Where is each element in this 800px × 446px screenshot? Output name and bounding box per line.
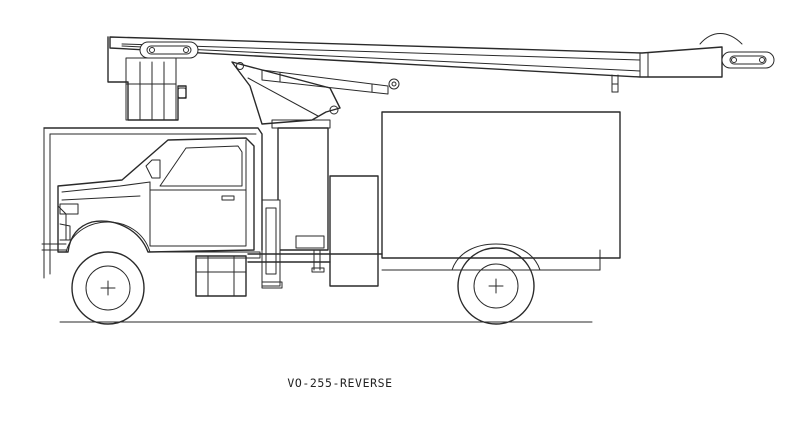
boom-assembly: [107, 33, 775, 125]
mirror: [145, 159, 161, 179]
rear-wheel-arch: [451, 243, 541, 271]
hydraulic-cylinder: [261, 69, 389, 95]
headache-rack: [43, 127, 263, 251]
drawing-caption: VO-255-REVERSE: [287, 376, 393, 390]
boom-heel-pin: [139, 41, 199, 59]
lower-boom-link: [231, 61, 341, 125]
rear-wheel: [457, 247, 535, 325]
body-box: [381, 111, 621, 259]
bucket: [125, 57, 177, 121]
cab-window: [159, 145, 243, 187]
chassis: [195, 253, 383, 297]
front-wheel-arch: [65, 221, 151, 253]
cab-door: [149, 139, 247, 247]
truck-cab: [41, 127, 263, 279]
turntable-pedestal: [261, 119, 331, 289]
side-compartment: [329, 175, 379, 287]
front-wheel: [71, 251, 145, 325]
fuel-tank: [195, 255, 247, 297]
cab-outline: [57, 137, 255, 253]
service-body: [329, 111, 621, 287]
door-handle: [221, 195, 235, 201]
headlight: [59, 203, 79, 215]
boom-tip-sheave: [699, 33, 743, 45]
upper-boom: [109, 36, 723, 78]
